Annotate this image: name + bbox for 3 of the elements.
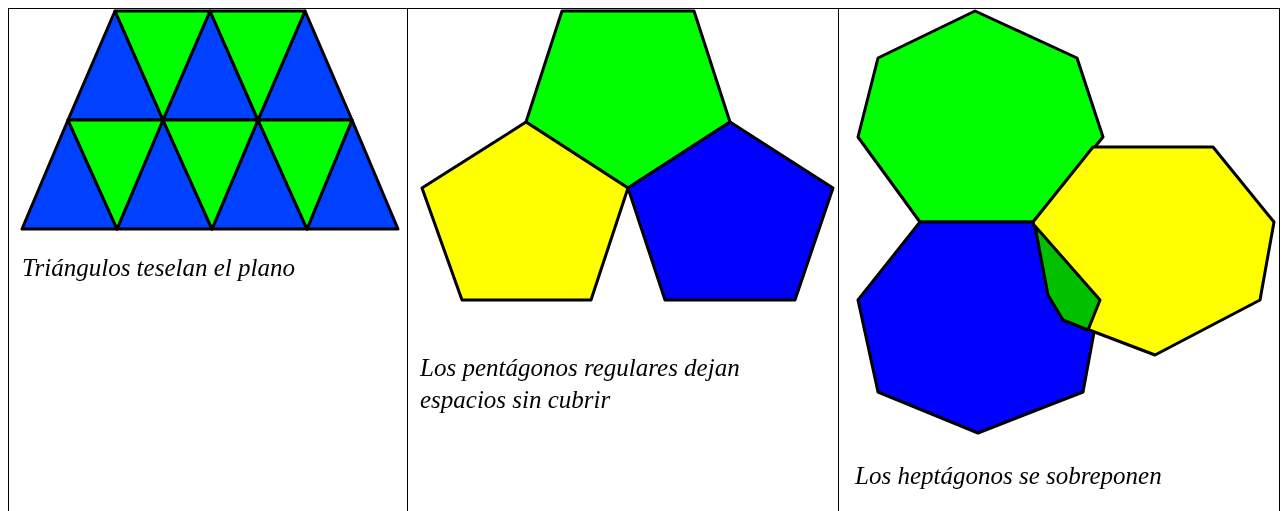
caption-text: Los pentágonos regulares dejan espacios sin cubrir [420,353,741,415]
caption-text: Triángulos teselan el plano [22,253,295,283]
caption-text: Los heptágonos se sobreponen [855,461,1162,491]
